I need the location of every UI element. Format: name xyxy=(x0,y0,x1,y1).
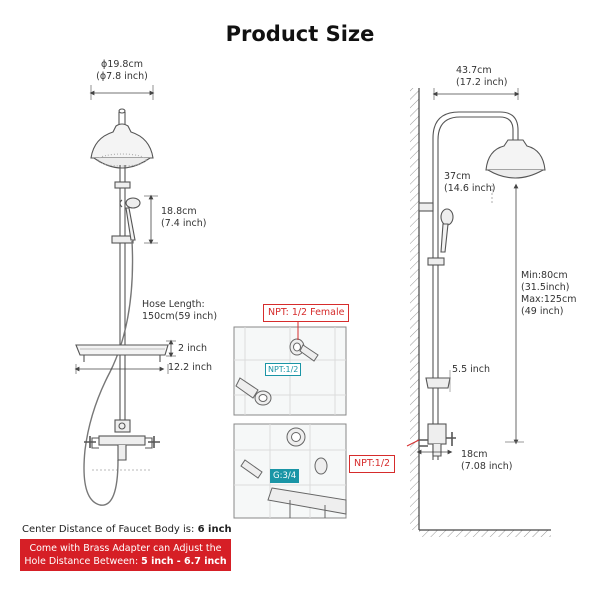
right-shower-side xyxy=(406,88,551,537)
adapter-note-range: 5 inch - 6.7 inch xyxy=(141,556,227,567)
adapter-note-line1: Come with Brass Adapter can Adjust the xyxy=(29,543,222,554)
handheld-length-in: (7.4 inch) xyxy=(161,218,207,229)
wall-offset-in: (7.08 inch) xyxy=(461,461,513,472)
npt-female-callout: NPT: 1/2 Female xyxy=(263,304,350,322)
handheld-length-cm: 18.8cm xyxy=(161,206,197,217)
wall-offset-cm: 18cm xyxy=(461,449,488,460)
g-thread-label: G:3/4 xyxy=(270,469,300,483)
height-max-in: (49 inch) xyxy=(521,306,564,317)
center-distance-text: Center Distance of Faucet Body is: 6 inc… xyxy=(22,524,232,535)
drop-length-in: (14.6 inch) xyxy=(444,183,496,194)
left-shower-front xyxy=(74,85,176,506)
drop-length-label: 37cm (14.6 inch) xyxy=(444,171,496,195)
arm-length-cm: 43.7cm xyxy=(456,65,492,76)
hose-length-value: 150cm(59 inch) xyxy=(142,311,218,322)
wall-offset-label: 18cm (7.08 inch) xyxy=(461,449,513,473)
shelf-depth-label: 5.5 inch xyxy=(452,364,491,375)
head-diameter-label: ϕ19.8cm (ϕ7.8 inch) xyxy=(82,59,162,83)
head-diameter-cm: ϕ19.8cm xyxy=(101,59,143,70)
shelf-width-label: 12.2 inch xyxy=(168,362,213,373)
arm-length-in: (17.2 inch) xyxy=(456,77,508,88)
shelf-height-label: 2 inch xyxy=(178,343,207,354)
height-max-cm: Max:125cm xyxy=(521,294,577,305)
npt-side-callout: NPT:1/2 xyxy=(349,455,396,473)
adapter-note-banner: Come with Brass Adapter can Adjust the H… xyxy=(20,539,231,571)
drop-length-cm: 37cm xyxy=(444,171,471,182)
height-min-cm: Min:80cm xyxy=(521,270,568,281)
page-title: Product Size xyxy=(225,22,375,46)
handheld-length-label: 18.8cm (7.4 inch) xyxy=(161,206,206,230)
npt-detail-label: NPT:1/2 xyxy=(265,363,302,376)
arm-length-label: 43.7cm (17.2 inch) xyxy=(456,65,508,89)
adapter-note-line2: Hole Distance Between: 5 inch - 6.7 inch xyxy=(22,555,229,568)
hose-length-title: Hose Length: xyxy=(142,299,205,310)
height-range-label: Min:80cm (31.5inch) Max:125cm (49 inch) xyxy=(521,270,576,318)
center-distance-value: 6 inch xyxy=(197,524,232,535)
height-min-in: (31.5inch) xyxy=(521,282,570,293)
head-diameter-in: (ϕ7.8 inch) xyxy=(96,71,148,82)
hose-length-label: Hose Length: 150cm(59 inch) xyxy=(142,299,217,323)
center-distance-prefix: Center Distance of Faucet Body is: xyxy=(22,524,198,535)
detail-top-box xyxy=(233,326,347,416)
adapter-note-prefix: Hole Distance Between: xyxy=(24,556,142,567)
